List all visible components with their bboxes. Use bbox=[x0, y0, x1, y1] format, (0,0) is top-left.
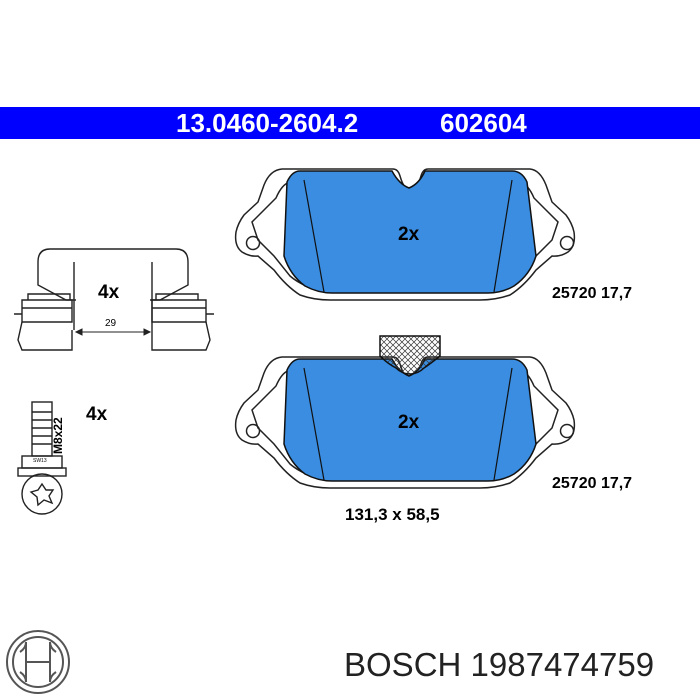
bolt-wrench-size: SW13 bbox=[33, 458, 47, 464]
bolt-size: M8x22 bbox=[51, 417, 65, 454]
clip-dimension-label: 29 bbox=[105, 318, 117, 329]
bosch-armature-logo-icon bbox=[6, 630, 70, 694]
bolt-quantity: 4x bbox=[86, 404, 108, 425]
mounting-hole-bottom-left bbox=[245, 423, 261, 439]
bolt-side-view bbox=[17, 401, 67, 477]
clip-quantity: 4x bbox=[98, 282, 120, 303]
pad-dimensions: 131,3 x 58,5 bbox=[345, 505, 440, 524]
article-number: 1987474759 bbox=[470, 646, 655, 683]
retainer-clip bbox=[14, 248, 214, 351]
bottom-pad-quantity: 2x bbox=[398, 412, 420, 433]
reference-number: 602604 bbox=[440, 108, 527, 138]
wear-sensor-clip bbox=[379, 335, 441, 375]
chamfer-lines-bottom bbox=[303, 367, 513, 481]
top-pad-quantity: 2x bbox=[398, 224, 420, 245]
brand-name: BOSCH bbox=[344, 646, 462, 683]
friction-material-top bbox=[283, 170, 537, 294]
bolt-head-view bbox=[21, 473, 63, 515]
bottom-pad-spec: 25720 17,7 bbox=[552, 475, 633, 492]
top-pad-spec: 25720 17,7 bbox=[552, 285, 633, 302]
mounting-hole-top-left bbox=[245, 235, 261, 251]
chamfer-lines-top bbox=[303, 179, 513, 293]
brand-line: BOSCH 1987474759 bbox=[344, 648, 654, 681]
clip-dimension bbox=[74, 328, 152, 336]
part-number: 13.0460-2604.2 bbox=[176, 108, 359, 138]
mounting-hole-bottom-right bbox=[559, 423, 575, 439]
mounting-hole-top-right bbox=[559, 235, 575, 251]
header-bar: 13.0460-2604.2 602604 bbox=[0, 107, 700, 139]
